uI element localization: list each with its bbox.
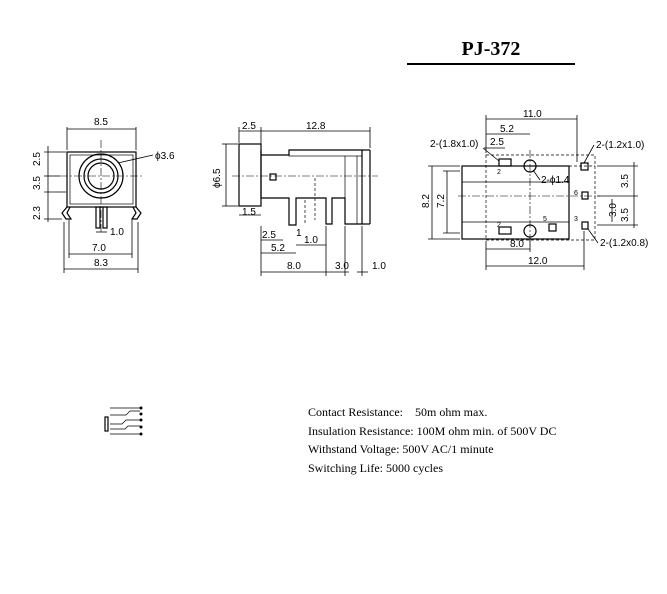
bottom-dim-slot-a-offset: 2.5 — [490, 137, 504, 148]
slot-pin-6 — [581, 191, 589, 200]
spec-value: 50m ohm max. — [414, 405, 488, 419]
side-dim-span-8: 8.0 — [287, 261, 301, 272]
side-dim-nose-len: 2.5 — [242, 121, 256, 132]
bottom-dim-top-offset: 5.2 — [500, 124, 514, 135]
pin-label: 2 — [497, 169, 501, 176]
bottom-note-slot-a: 2-(1.8x1.0) — [430, 139, 478, 150]
front-dim-h-mid: 3.5 — [32, 176, 43, 190]
front-dim-pin-gap: 1.0 — [110, 227, 124, 238]
bottom-dim-top-width: 11.0 — [523, 109, 542, 120]
side-dim-pin-b: 5.2 — [271, 243, 285, 254]
side-dim-pin-c: 1.0 — [304, 235, 318, 246]
side-view: 2.5 12.8 ϕ6.5 1.5 1 2.5 1.0 5.2 8.0 3.0 … — [212, 121, 386, 276]
bottom-dim-right-top: 3.5 — [620, 174, 631, 188]
side-top-rib — [288, 149, 363, 157]
bottom-note-slot-b: 2-(1.2x1.0) — [596, 140, 644, 151]
side-dim-pin-a: 2.5 — [262, 230, 276, 241]
spec-label: Withstand Voltage: — [308, 442, 400, 456]
side-dim-span-1: 1.0 — [372, 261, 386, 272]
side-nose — [238, 143, 262, 207]
bottom-hidden-outline — [485, 154, 596, 241]
schematic-symbol — [104, 406, 143, 436]
bottom-dim-bottom-outer: 12.0 — [528, 256, 548, 267]
mount-hole-top — [523, 159, 537, 173]
spec-label: Switching Life: — [308, 460, 383, 475]
front-dim-h-top: 2.5 — [32, 152, 43, 166]
slot-top-right — [580, 162, 589, 171]
bottom-dim-height-outer: 8.2 — [421, 194, 432, 208]
front-dim-width-bottom: 8.3 — [94, 258, 108, 269]
front-pin-right — [102, 206, 108, 229]
side-dim-span-3: 3.0 — [335, 261, 349, 272]
slot-pin-2-bottom — [498, 226, 512, 235]
drawing-title: PJ-372 — [461, 38, 521, 60]
front-dim-width-top: 8.5 — [94, 117, 108, 128]
front-pin-left — [95, 206, 101, 229]
spec-value: 500V AC/1 minute — [402, 442, 494, 456]
pin-label: 5 — [543, 216, 547, 223]
specifications: Contact Resistance: 50m ohm max. Insulat… — [308, 403, 556, 477]
front-view: 8.5 ϕ3.6 2.5 3.5 2.3 1.0 7.0 8.3 — [32, 117, 175, 273]
spec-row: Switching Life: 5000 cycles — [308, 459, 556, 478]
front-dim-h-bot: 2.3 — [32, 206, 43, 220]
slot-pin-5 — [548, 223, 557, 232]
spec-row: Contact Resistance: 50m ohm max. — [308, 403, 556, 422]
front-dim-pin-span: 7.0 — [92, 243, 106, 254]
bottom-body-outline — [461, 165, 570, 240]
side-body — [260, 149, 363, 226]
schematic-plug — [104, 416, 109, 432]
side-pin-marker: 1 — [296, 228, 302, 239]
mount-hole-bottom — [523, 224, 537, 238]
bottom-dim-right-mid: 3.0 — [608, 203, 619, 217]
spec-value: 100M ohm min. of 500V DC — [416, 423, 557, 438]
bottom-note-slot-c: 2-(1.2x0.8) — [600, 238, 648, 249]
spec-label: Insulation Resistance: — [308, 423, 414, 438]
spec-row: Insulation Resistance: 100M ohm min. of … — [308, 422, 556, 441]
pin-label: 3 — [574, 216, 578, 223]
side-dim-nose-dia: ϕ6.5 — [212, 168, 223, 188]
side-dim-body-len: 12.8 — [306, 121, 326, 132]
bottom-dim-bottom-inner: 8.0 — [510, 239, 524, 250]
bottom-dim-height-inner: 7.2 — [436, 194, 447, 208]
front-body-outline — [66, 151, 137, 208]
pin-label: 2 — [497, 222, 501, 229]
spec-value: 5000 cycles — [386, 460, 443, 475]
spec-label: Contact Resistance: — [308, 405, 403, 419]
slot-pin-2-top — [498, 158, 512, 167]
bottom-dim-right-bot: 3.5 — [620, 208, 631, 222]
spec-row: Withstand Voltage: 500V AC/1 minute — [308, 440, 556, 459]
pin-label: 6 — [574, 190, 578, 197]
front-dim-hole-dia: ϕ3.6 — [155, 151, 175, 162]
side-dim-base-step: 1.5 — [242, 207, 256, 218]
side-marker-square — [269, 173, 277, 181]
bottom-note-hole: 2-ϕ1.4 — [541, 175, 570, 186]
front-body-inner — [69, 154, 134, 205]
front-left-leg — [61, 206, 73, 220]
bottom-view: 2 2 5 6 3 11.0 5.2 2.5 2-(1.8x1.0) 2-(1.… — [421, 109, 648, 270]
front-right-leg — [130, 206, 142, 220]
title-underline — [407, 63, 575, 65]
slot-pin-3 — [581, 221, 589, 230]
